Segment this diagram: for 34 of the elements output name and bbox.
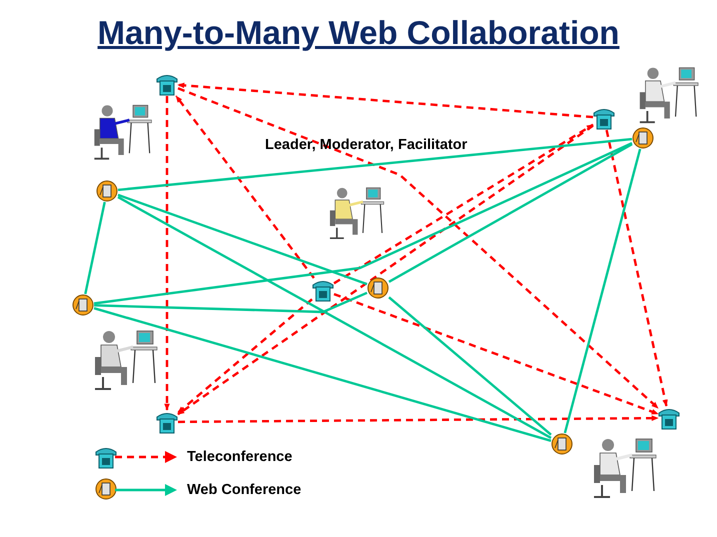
arrow [334,292,659,416]
phone-circle-icon [96,180,118,202]
telephone-icon [593,106,615,130]
connector-line [94,292,368,314]
telephone-icon [312,278,334,302]
arrow [177,298,313,414]
title: Many-to-Many Web Collaboration [98,14,620,51]
telephone-icon [156,72,178,96]
connector-line [94,142,632,305]
connector-line [388,296,552,436]
connector-line [84,202,106,294]
connector-line [94,307,552,442]
arrow [605,130,668,407]
connector-line [117,196,552,439]
connector-line [118,138,632,192]
telephone-icon [156,410,178,434]
arrow [164,96,170,411]
arrow [333,124,594,284]
phone-circle-icon [551,433,573,455]
connector-line [564,148,642,434]
telephone-icon [658,406,680,430]
arrow [178,415,659,424]
connector-line [118,194,368,286]
phone-circle-icon [72,294,94,316]
arrow [175,95,315,279]
arrow [177,124,594,416]
phone-circle-icon [632,127,654,149]
caption-text: Leader, Moderator, Facilitator [265,137,468,153]
legend-text: Teleconference [187,449,292,465]
legend-text: Web Conference [187,482,302,498]
arrow [177,82,594,118]
arrow [178,87,659,409]
phone-circle-icon [367,277,389,299]
connector-line [388,143,633,283]
